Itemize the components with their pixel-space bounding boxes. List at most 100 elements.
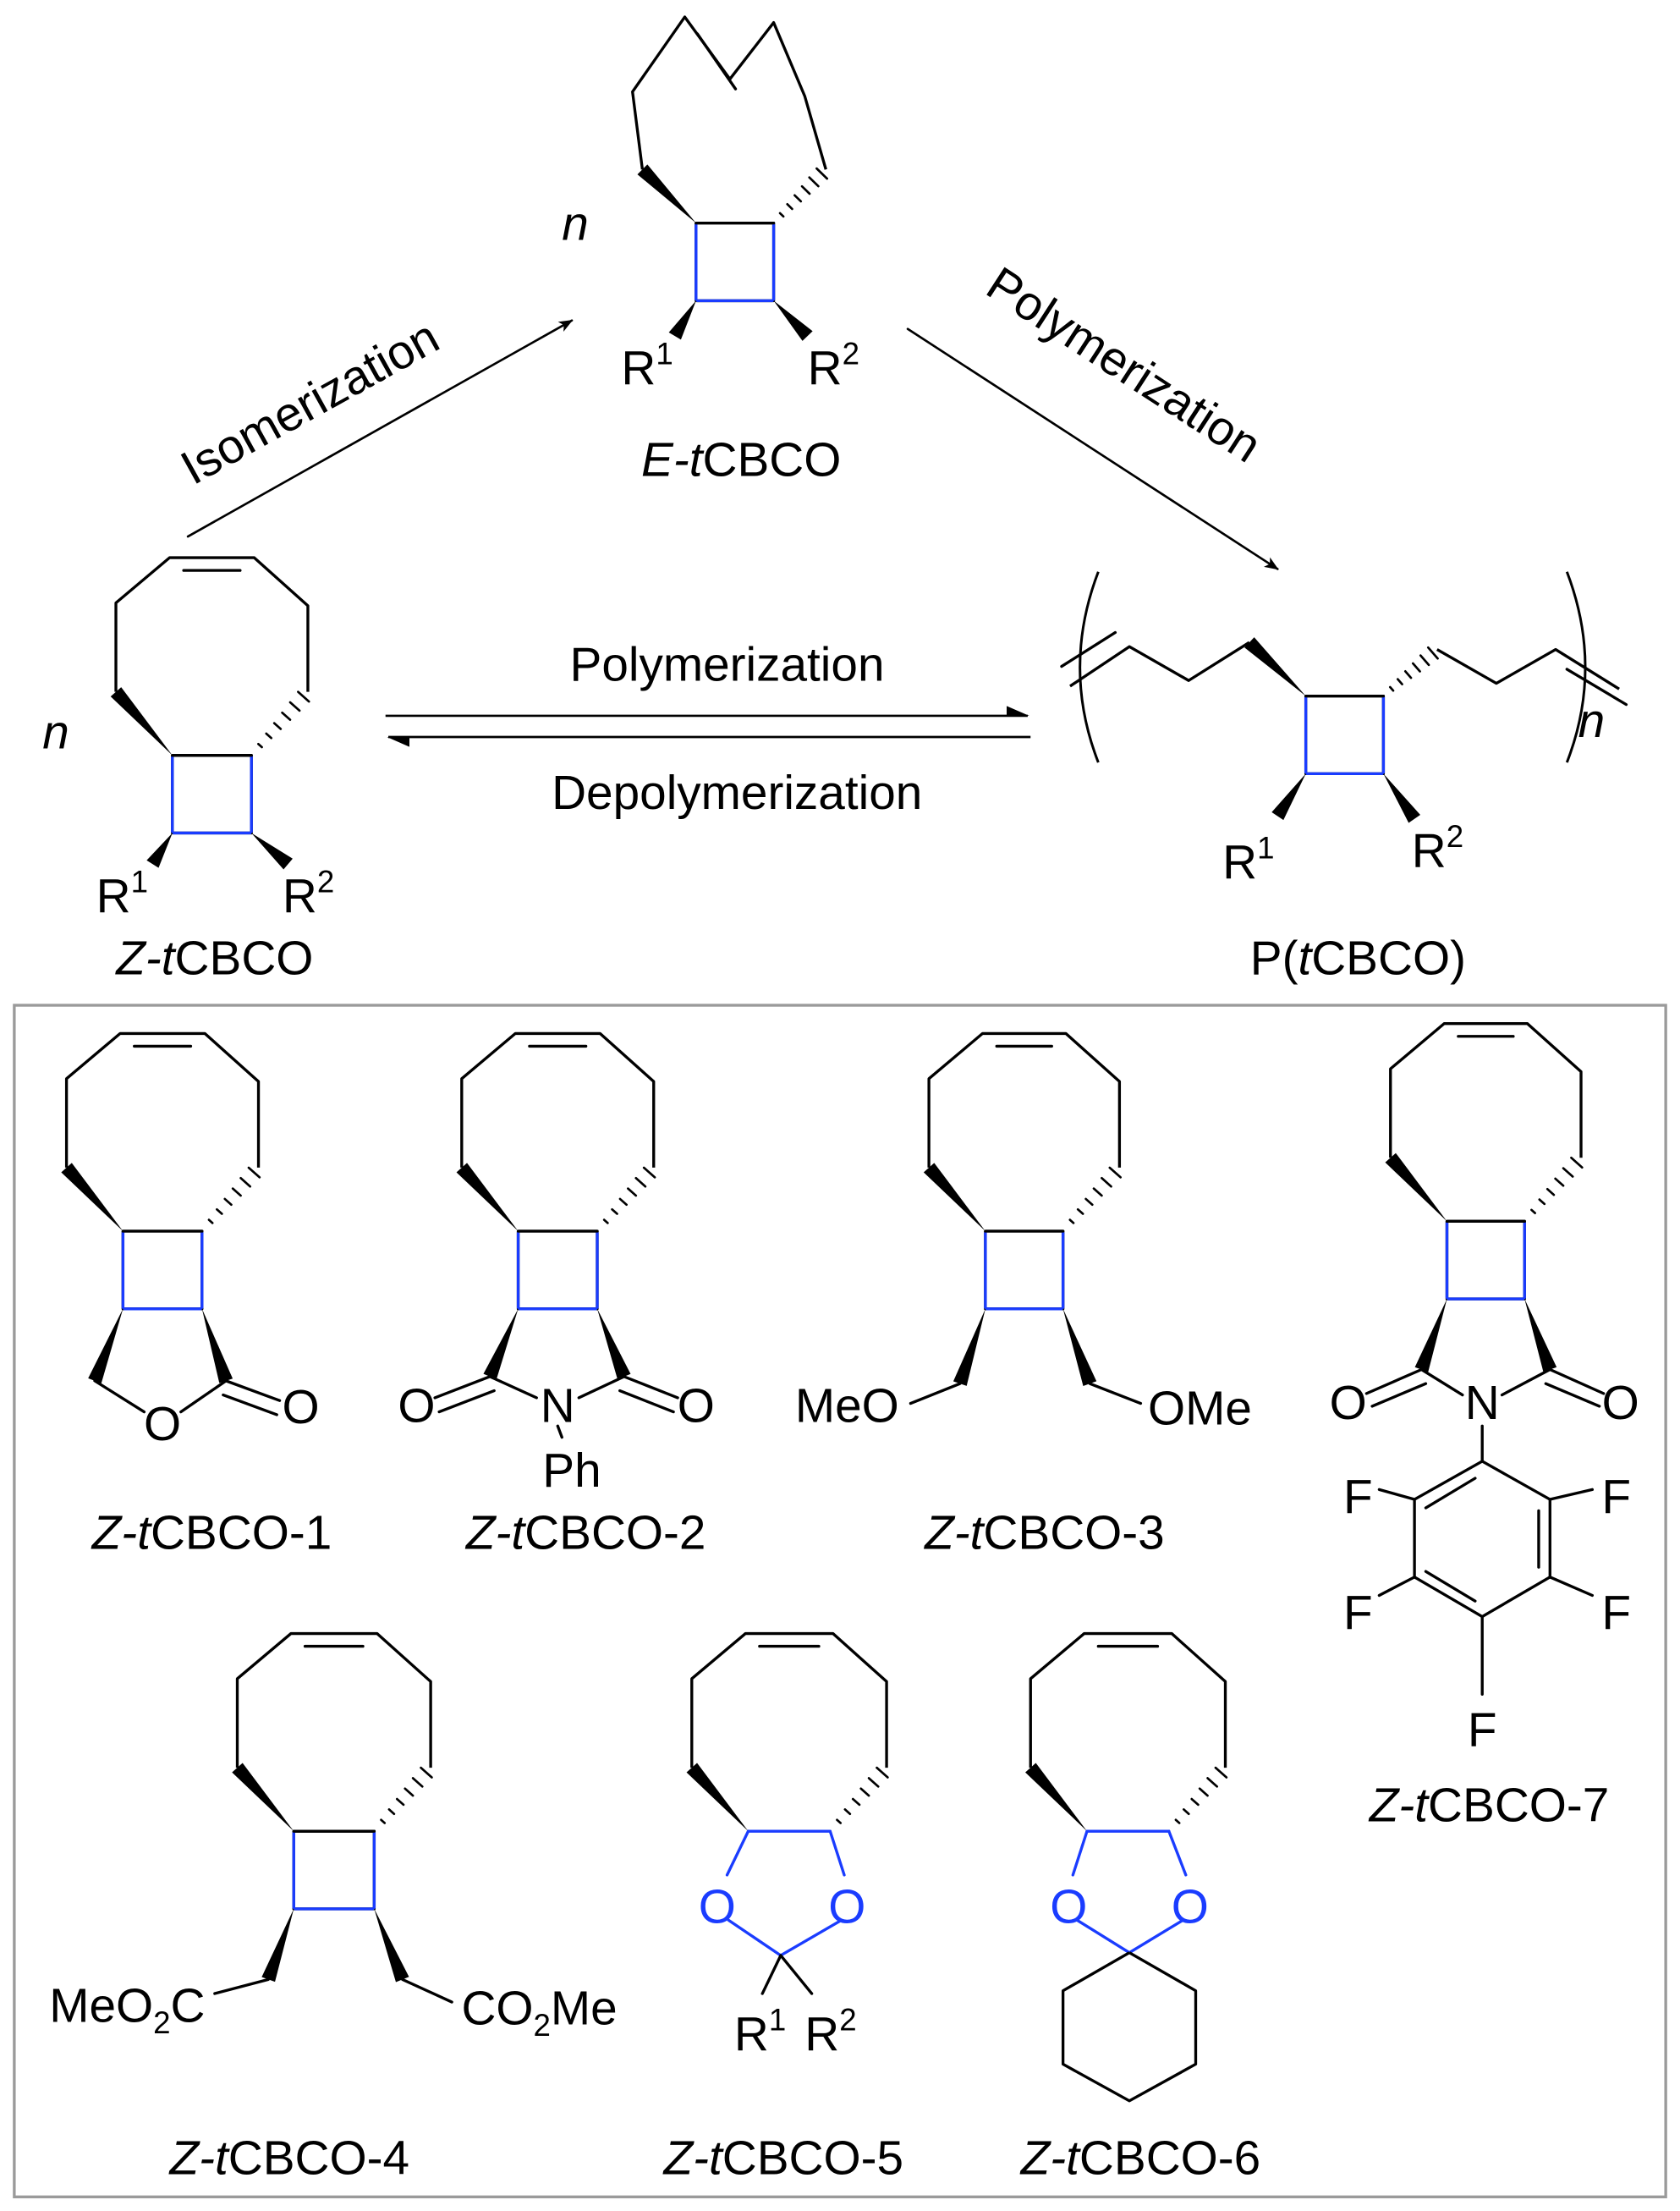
polymerization-label: Polymerization [570, 638, 885, 691]
dioxolane-bond [1075, 1918, 1131, 1955]
hash-bond [231, 1187, 242, 1197]
bond [577, 1375, 626, 1400]
wedge-bond [953, 1308, 985, 1386]
hash-bond [239, 1176, 252, 1188]
hash-bond [216, 1207, 223, 1215]
c7-fluorine: F [1343, 1587, 1373, 1641]
hash-bond [808, 176, 820, 188]
e-tcbco-label: E-tCBCO [641, 433, 841, 487]
z-tcbco-label: Z-tCBCO [114, 932, 313, 985]
hash-bond [257, 742, 263, 749]
hash-bond [786, 203, 793, 211]
wedge-bond [201, 1308, 233, 1383]
wedge-bond [668, 300, 696, 340]
cyclobutane-ring [516, 1229, 599, 1311]
dioxolane-bond [1128, 1918, 1185, 1955]
bond [488, 1375, 538, 1400]
c6-oxygen-left: O [1050, 1881, 1087, 1934]
wedge-bond [61, 1163, 124, 1232]
bond [760, 1954, 782, 1995]
wedge-bond [637, 164, 696, 223]
compound-7-label: Z-tCBCO-7 [1368, 1779, 1610, 1832]
c7-fluorine: F [1468, 1704, 1497, 1757]
c7-nitrogen: N [1465, 1377, 1500, 1430]
c2-phenyl: Ph [542, 1444, 601, 1498]
bond [1370, 1382, 1428, 1408]
wedge-bond [1062, 1308, 1097, 1387]
wedge-bond [232, 1763, 294, 1832]
pentafluorophenyl-ring [1413, 1460, 1551, 1619]
hash-bond [778, 212, 785, 218]
compound-5-label: Z-tCBCO-5 [662, 2132, 903, 2186]
c5-oxygen-left: O [699, 1881, 736, 1934]
wedge-bond [1271, 773, 1306, 821]
hash-bond [1562, 1167, 1574, 1178]
cyclooctene-ring [460, 1031, 656, 1168]
n-label-p: n [1578, 695, 1606, 748]
c4-ester-left: MeO2C [49, 1979, 205, 2039]
hash-bond [288, 701, 301, 712]
bond [401, 1977, 453, 2004]
dioxolane-bond [727, 1918, 782, 1957]
bond-layer [13, 15, 1667, 2198]
hash-bond [404, 1787, 415, 1797]
hash-bond [247, 1166, 261, 1179]
hash-bond [1183, 1808, 1190, 1816]
c7-fluorine: F [1601, 1587, 1631, 1641]
dioxolane-bond [1071, 1829, 1089, 1877]
hash-bond [1396, 678, 1403, 686]
hash-bond [843, 1808, 852, 1816]
cyclobutane-ring [171, 754, 253, 835]
hash-bond [851, 1797, 861, 1807]
polymer-chain-left [1069, 641, 1250, 688]
bond [179, 1379, 228, 1414]
cyclooctene-ring [690, 1631, 888, 1768]
bond [222, 1393, 278, 1416]
hash-bond [815, 167, 829, 180]
hash-bond [1545, 1187, 1556, 1196]
hash-bond [793, 194, 803, 203]
hash-bond [1419, 654, 1430, 667]
c1-ring-oxygen: O [144, 1398, 181, 1451]
hash-bond [1174, 1818, 1181, 1824]
c1-carbonyl-oxygen: O [283, 1381, 320, 1434]
r1-label-p: R1 [1222, 830, 1274, 888]
isomerization-arrow [186, 319, 574, 538]
wedge-bond [146, 833, 173, 868]
c3-methoxy-right: OMe [1148, 1383, 1252, 1436]
r1-label-z: R1 [96, 865, 148, 923]
cyclooctene-ring [114, 556, 310, 692]
bond [1088, 1382, 1143, 1405]
hash-bond [1076, 1207, 1084, 1215]
wedge-bond [110, 687, 173, 756]
c3-methoxy-left: MeO [795, 1379, 899, 1433]
r1-label-e: R1 [621, 336, 673, 394]
bond [1419, 1367, 1464, 1397]
compound-3-label: Z-tCBCO-3 [923, 1506, 1165, 1559]
bond [1548, 1488, 1595, 1501]
hash-bond [867, 1777, 880, 1788]
wedge-bond [1025, 1763, 1088, 1832]
bond [1548, 1576, 1595, 1598]
depolymerization-label: Depolymerization [552, 767, 922, 820]
hash-bond [1554, 1177, 1565, 1187]
n-label-z: n [42, 706, 69, 759]
bond [213, 1977, 270, 1995]
compound-1-label: Z-tCBCO-1 [91, 1506, 332, 1559]
trans-cyclooctene-ring [631, 15, 827, 170]
wedge-bond [1385, 1152, 1447, 1222]
polymerization-arrow [906, 327, 1279, 570]
wedge-bond [597, 1308, 631, 1379]
wedge-bond [686, 1763, 749, 1832]
double-bond-inner [695, 32, 738, 91]
hash-bond [1084, 1197, 1094, 1207]
hash-bond [411, 1777, 424, 1788]
c5-r1: R1 [734, 2002, 786, 2060]
cyclooctene-ring [927, 1031, 1122, 1168]
bond [433, 1375, 491, 1400]
aromatic-inner [1424, 1570, 1477, 1603]
hash-bond [420, 1766, 433, 1779]
hash-bond [1190, 1797, 1200, 1807]
compound-6-label: Z-tCBCO-6 [1019, 2132, 1261, 2186]
